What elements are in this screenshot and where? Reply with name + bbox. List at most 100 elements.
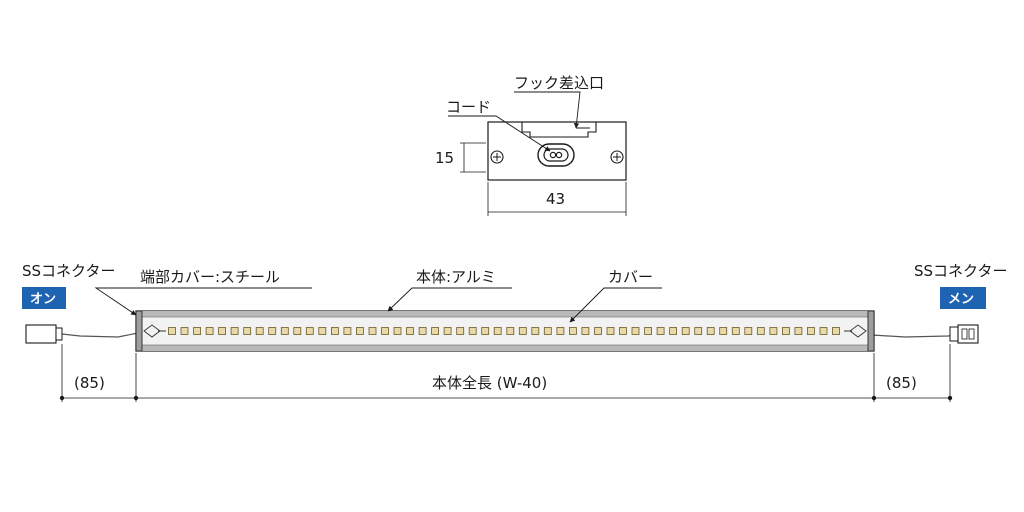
- led-chip: [330, 327, 339, 335]
- dim-left-label: (85): [74, 374, 105, 392]
- dim-total-label: 本体全長 (W-40): [432, 374, 547, 392]
- right-cable: [871, 333, 963, 338]
- led-chip: [807, 327, 815, 335]
- body-label: 本体:アルミ: [416, 268, 496, 286]
- led-chip: [443, 327, 452, 335]
- right-connector: [949, 324, 979, 344]
- right-connector-tag: [940, 287, 986, 309]
- led-chip: [431, 327, 440, 335]
- led-chip: [418, 327, 427, 335]
- right-connector-labels: SSコネクター メン: [914, 262, 1007, 309]
- left-connector-tag: [22, 287, 66, 309]
- led-chip: [268, 327, 277, 335]
- bar-labels: 端部カバー:スチール 本体:アルミ カバー: [94, 268, 662, 323]
- length-dimensions: (85) 本体全長 (W-40) (85): [59, 344, 953, 402]
- led-chip: [355, 327, 364, 335]
- led-chip: [644, 327, 652, 335]
- bar-bottom-rail: [136, 345, 874, 351]
- led-chip: [619, 327, 627, 335]
- dim-dot-1: [59, 395, 65, 401]
- led-chip: [756, 327, 765, 335]
- led-chip: [518, 327, 527, 335]
- hook-label: フック差込口: [514, 74, 604, 92]
- led-chip: [168, 327, 176, 335]
- led-chip: [569, 327, 577, 335]
- right-connector-label: SSコネクター: [914, 262, 1007, 280]
- led-chip: [543, 327, 552, 335]
- led-chip: [506, 327, 515, 335]
- cover-leader: [569, 287, 662, 323]
- led-chip: [631, 327, 640, 335]
- led-chip: [606, 327, 615, 335]
- led-chip: [493, 327, 502, 335]
- led-chip: [393, 327, 402, 335]
- dim-dot-2: [133, 395, 139, 401]
- led-chip: [205, 327, 214, 335]
- led-chip: [456, 327, 465, 335]
- led-chip: [293, 327, 302, 335]
- left-connector-tag-text: オン: [30, 292, 56, 307]
- bar-top-rail: [136, 311, 874, 317]
- led-chip: [406, 327, 414, 335]
- hook-leader: [514, 91, 581, 129]
- led-chip: [343, 327, 352, 335]
- led-chip: [255, 327, 264, 335]
- dim-dot-4: [947, 395, 953, 401]
- left-connector: [25, 324, 63, 344]
- led-chip: [468, 327, 477, 335]
- led-chip: [832, 327, 840, 335]
- led-chip: [381, 327, 389, 335]
- end-cover-leader: [94, 287, 312, 316]
- led-chip: [368, 327, 377, 335]
- end-view: フック差込口 コード 15 43: [435, 74, 627, 216]
- led-row: [168, 327, 840, 335]
- left-cable: [61, 332, 139, 338]
- led-chip: [531, 327, 540, 335]
- led-chip: [731, 327, 740, 335]
- led-chip: [230, 327, 239, 335]
- cord-label: コード: [446, 98, 491, 116]
- led-chip: [305, 327, 314, 335]
- width-dim-label: 43: [546, 190, 565, 208]
- hook-slot: [521, 122, 597, 138]
- right-connector-tag-text: メン: [948, 292, 974, 307]
- body-leader: [387, 287, 512, 312]
- cord-grommet: [537, 143, 575, 167]
- left-end-cap: [135, 310, 143, 352]
- led-chip: [669, 327, 677, 335]
- led-chip: [581, 327, 590, 335]
- right-end-cap: [867, 310, 875, 352]
- led-chip: [769, 327, 778, 335]
- height-dim-label: 15: [435, 149, 454, 167]
- left-connector-labels: SSコネクター オン: [22, 262, 115, 309]
- right-internal-wire: [844, 324, 867, 338]
- dim-dot-3: [871, 395, 877, 401]
- led-chip: [819, 327, 828, 335]
- left-connector-label: SSコネクター: [22, 262, 115, 280]
- led-chip: [719, 327, 728, 335]
- cord-leader: [448, 115, 551, 152]
- led-chip: [318, 327, 327, 335]
- screw-right-icon: [610, 150, 624, 164]
- dim-right-label: (85): [886, 374, 917, 392]
- led-chip: [744, 327, 753, 335]
- led-chip: [694, 327, 703, 335]
- left-internal-wire: [143, 324, 166, 338]
- led-chip: [706, 327, 715, 335]
- led-chip: [243, 327, 252, 335]
- led-chip: [180, 327, 189, 335]
- screw-left-icon: [490, 150, 504, 164]
- led-chip: [794, 327, 803, 335]
- led-chip: [193, 327, 202, 335]
- cover-label: カバー: [608, 268, 653, 286]
- led-chip: [656, 327, 665, 335]
- led-chip: [782, 327, 790, 335]
- led-bar: [25, 310, 979, 352]
- led-chip: [280, 327, 289, 335]
- led-chip: [594, 327, 602, 335]
- end-cover-label: 端部カバー:スチール: [140, 268, 280, 286]
- led-chip: [218, 327, 227, 335]
- led-chip: [481, 327, 490, 335]
- led-chip: [556, 327, 565, 335]
